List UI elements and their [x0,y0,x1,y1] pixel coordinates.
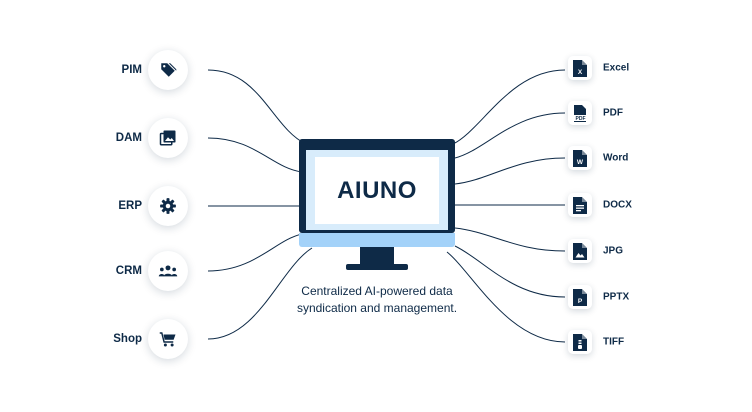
connector-excel [452,69,566,145]
image-gallery-icon [159,130,176,146]
source-label-shop: Shop [113,333,142,345]
connector-pim [207,69,307,145]
pptx-file-icon: P [573,288,587,306]
source-shop[interactable] [148,319,188,359]
source-erp[interactable] [148,186,188,226]
people-group-icon [158,265,178,277]
pptx-badge: P [578,298,583,305]
output-docx[interactable] [568,193,592,217]
docx-file-icon [573,196,587,214]
output-pptx[interactable]: P [568,285,592,309]
output-excel[interactable]: X [568,56,592,80]
caption-line-1: Centralized AI-powered data [301,284,453,298]
source-crm[interactable] [148,251,188,291]
source-dam[interactable] [148,118,188,158]
monitor-stand-neck [360,247,394,264]
output-jpg[interactable] [568,239,592,263]
brand-logo: AIUNO [315,157,439,224]
excel-badge: X [578,69,583,76]
caption-line-2: syndication and management. [296,301,458,315]
output-label-pptx: PPTX [603,291,630,303]
pdf-file-icon: PDF [571,104,589,122]
shopping-cart-icon [159,332,176,347]
output-label-word: Word [603,152,629,164]
output-label-docx: DOCX [603,199,632,211]
pdf-badge: PDF [575,116,585,122]
tiff-file-icon [573,333,587,351]
output-label-jpg: JPG [603,245,624,257]
connector-crm [207,233,303,272]
connector-shop [207,247,313,340]
source-label-crm: CRM [115,265,142,277]
output-label-pdf: PDF [603,107,623,119]
excel-file-icon: X [573,59,587,77]
word-badge: W [577,159,584,166]
source-label-dam: DAM [115,132,142,144]
output-label-excel: Excel [603,62,630,74]
gear-icon [160,198,176,214]
source-pim[interactable] [148,50,188,90]
tag-icon [161,63,177,77]
output-pdf[interactable]: PDF [568,101,592,125]
connector-pdf [454,112,566,159]
diagram-caption: Centralized AI-powered data syndication … [266,283,488,317]
source-label-erp: ERP [118,200,142,212]
output-label-tiff: TIFF [603,336,625,348]
jpg-file-icon [573,242,587,260]
connector-dam [207,137,303,173]
connector-tiff [446,251,566,343]
monitor-stand-base [346,264,408,270]
word-file-icon: W [573,149,587,167]
connector-pptx [454,245,566,298]
monitor-bezel [299,233,455,247]
output-word[interactable]: W [568,146,592,170]
connector-word [454,157,566,185]
output-tiff[interactable] [568,330,592,354]
source-label-pim: PIM [121,64,142,76]
connector-jpg [454,227,566,252]
